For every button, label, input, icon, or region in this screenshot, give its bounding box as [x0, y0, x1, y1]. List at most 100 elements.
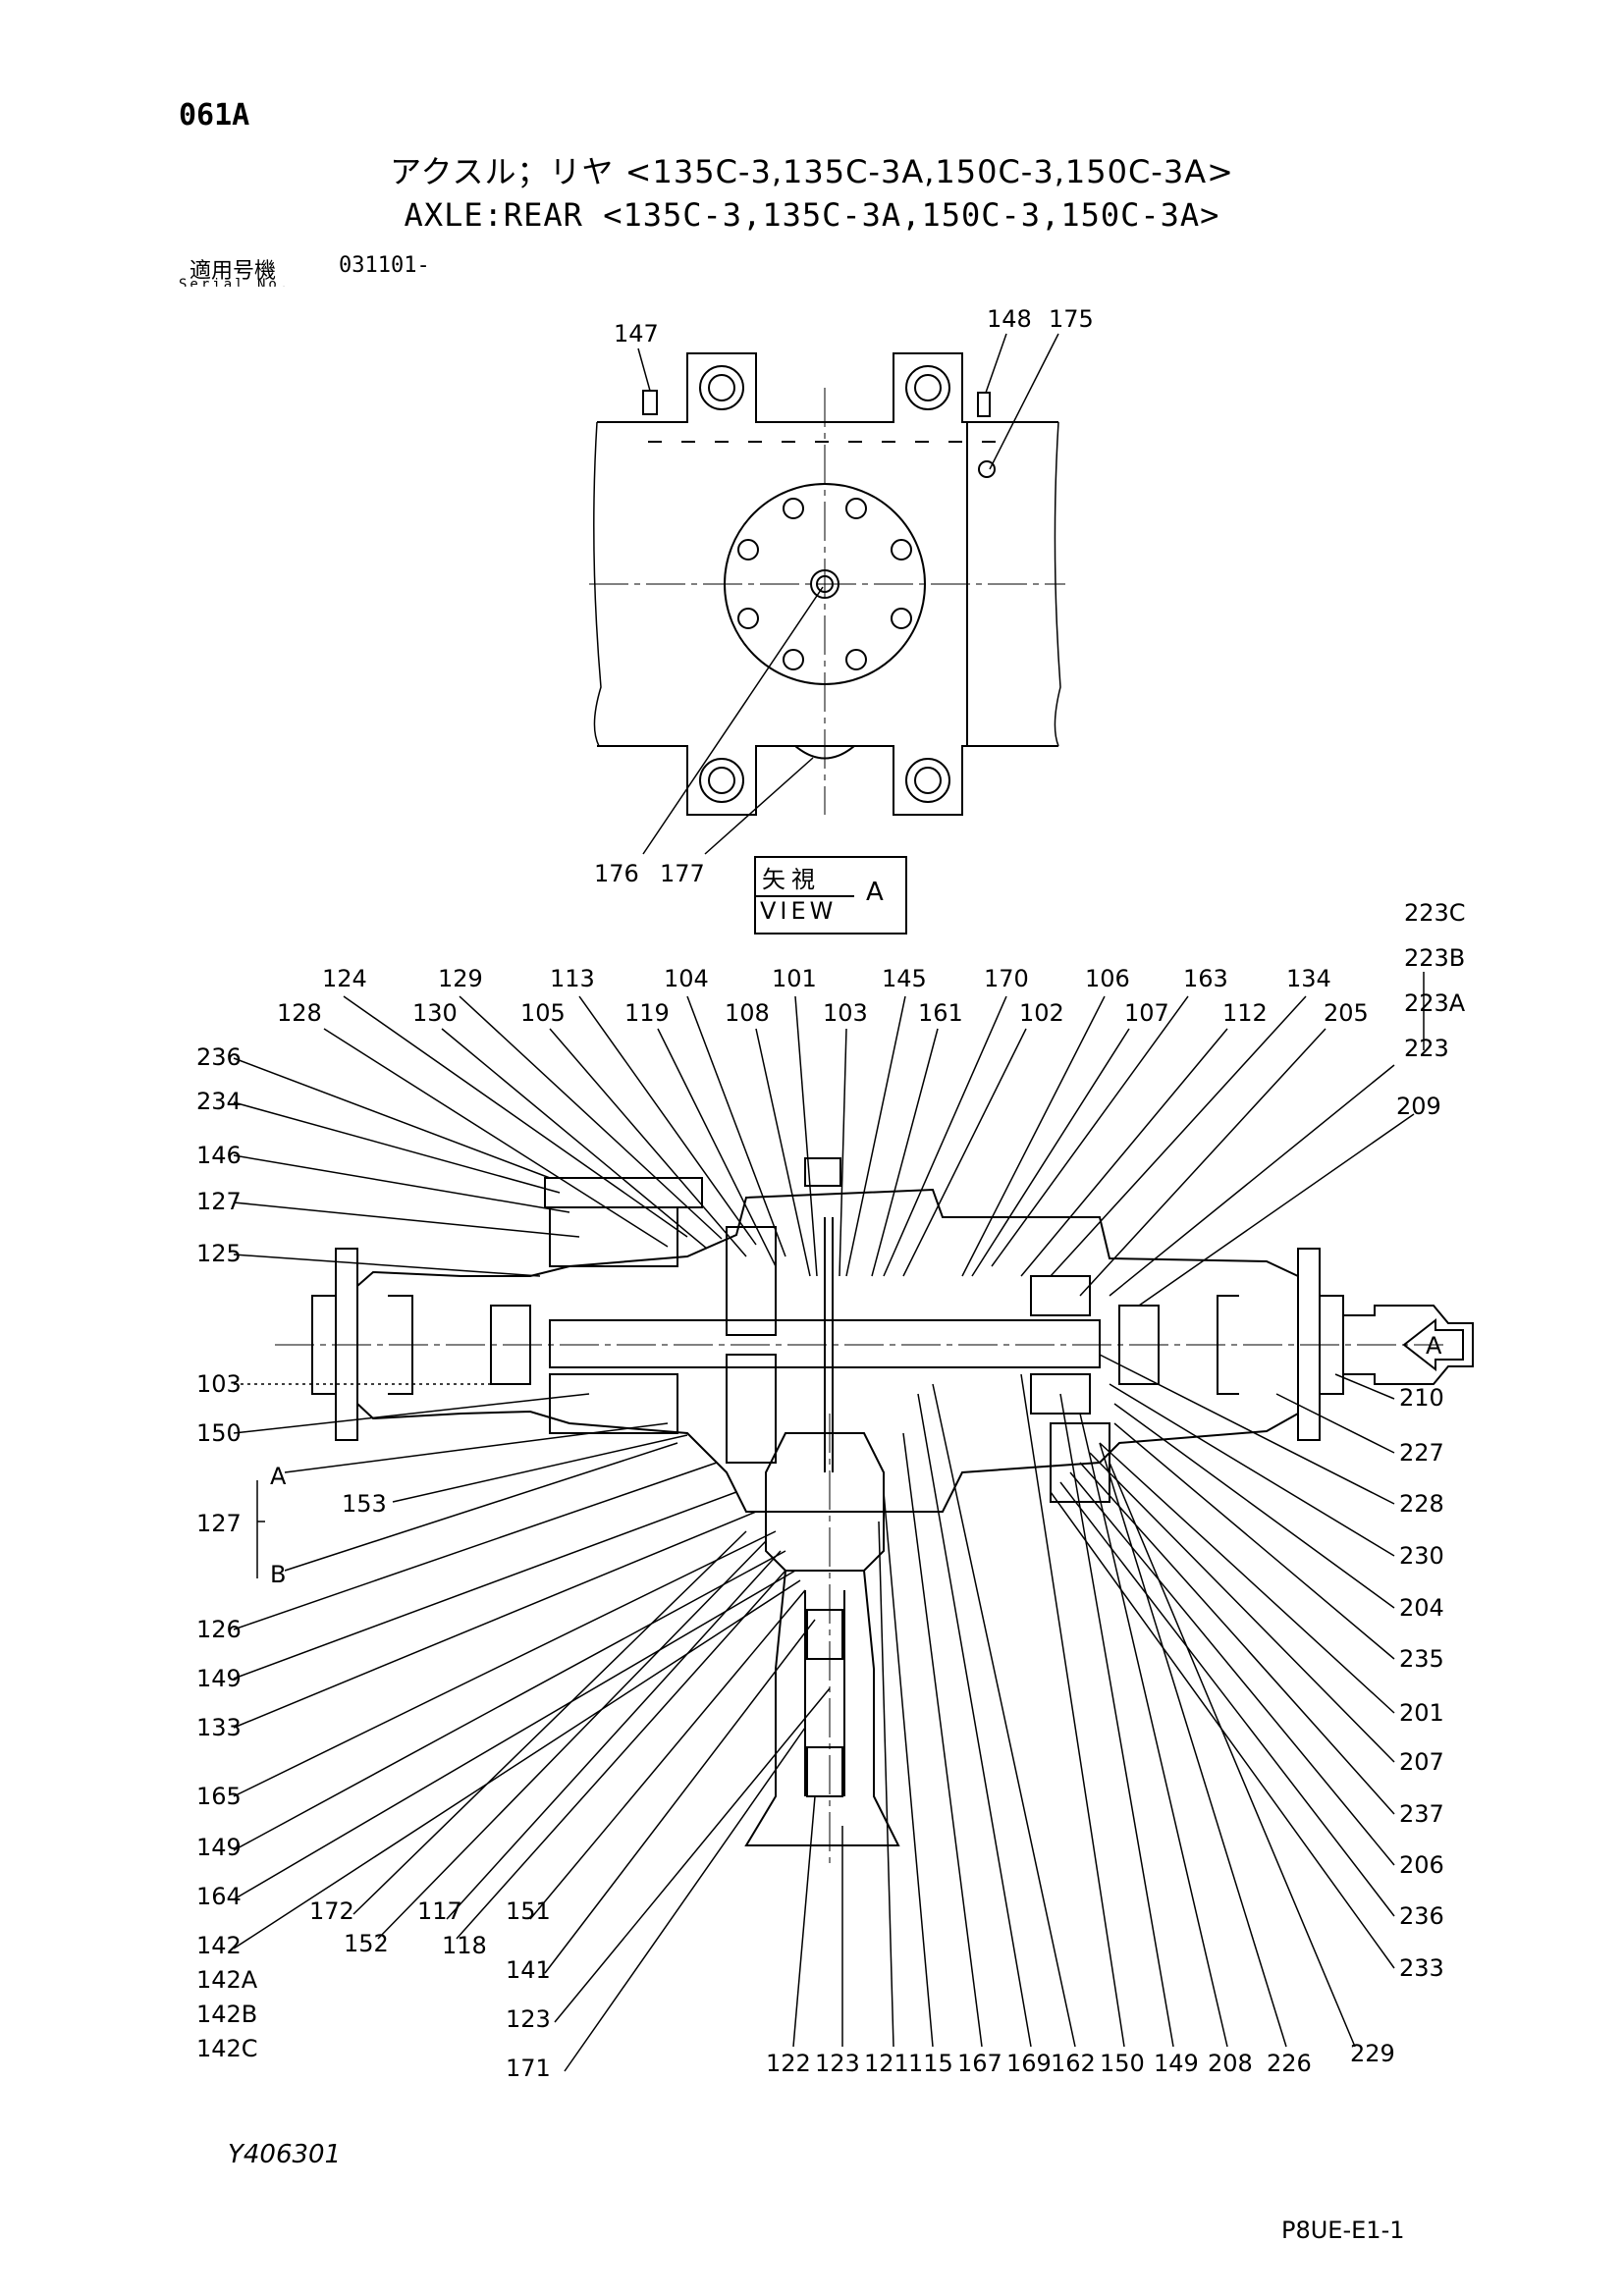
callout: 234 — [196, 1088, 242, 1115]
callout: 117 — [417, 1897, 462, 1925]
callout: 172 — [309, 1897, 354, 1925]
callout: 119 — [624, 999, 670, 1027]
callout: 164 — [196, 1883, 242, 1910]
callout: B — [270, 1561, 286, 1588]
callout: 142A — [196, 1966, 258, 1994]
serial-label-en: Serial No. — [179, 277, 292, 287]
callout: 148 — [987, 305, 1032, 333]
top-view-leaders — [637, 333, 1059, 855]
view-a-arrow — [1402, 1317, 1464, 1372]
page-id: 061A — [179, 98, 250, 133]
callout: 103 — [823, 999, 868, 1027]
callout: 223B — [1404, 944, 1465, 972]
callout: 128 — [277, 999, 322, 1027]
top-view-housing — [589, 352, 1065, 816]
section-leaders — [233, 972, 1425, 2072]
callout: 147 — [614, 320, 659, 347]
callout: 170 — [984, 965, 1029, 992]
callout: 227 — [1399, 1439, 1444, 1467]
callout: 115 — [908, 2050, 953, 2077]
callout: 151 — [506, 1897, 551, 1925]
serial-value: 031101- — [339, 253, 430, 278]
callout: 133 — [196, 1714, 242, 1741]
callout: 107 — [1124, 999, 1169, 1027]
drawing-number: Y406301 — [228, 2140, 342, 2169]
callout: 223C — [1404, 899, 1466, 927]
callout: 134 — [1286, 965, 1331, 992]
callout: 175 — [1049, 305, 1094, 333]
callout: 108 — [725, 999, 770, 1027]
callout: 150 — [1100, 2050, 1145, 2077]
callout: 149 — [196, 1834, 242, 1861]
callout: 237 — [1399, 1800, 1444, 1828]
callout: 105 — [520, 999, 566, 1027]
title-english: AXLE:REAR <135C-3,135C-3A,150C-3,150C-3A… — [404, 196, 1220, 234]
callout: 206 — [1399, 1851, 1444, 1879]
callout: 176 — [594, 860, 639, 887]
callout: 161 — [918, 999, 963, 1027]
callout: 129 — [438, 965, 483, 992]
serial-label-jp: 適用号機 — [189, 259, 277, 284]
callout: A — [270, 1463, 287, 1490]
callout: 233 — [1399, 1954, 1444, 1982]
callout: 205 — [1324, 999, 1369, 1027]
callout: 223 — [1404, 1035, 1449, 1062]
callout: 204 — [1399, 1594, 1444, 1622]
callout: 201 — [1399, 1699, 1444, 1727]
view-divider — [756, 895, 854, 897]
callout: 113 — [550, 965, 595, 992]
callout: 162 — [1051, 2050, 1096, 2077]
view-letter: A — [866, 878, 884, 907]
callout: 226 — [1267, 2050, 1312, 2077]
callout: 236 — [196, 1043, 242, 1071]
callout: 150 — [196, 1419, 242, 1447]
callout: 121 — [864, 2050, 909, 2077]
callout: 163 — [1183, 965, 1228, 992]
callout: 145 — [882, 965, 927, 992]
callout: 209 — [1396, 1093, 1441, 1120]
callout: 149 — [196, 1665, 242, 1692]
callout: 208 — [1208, 2050, 1253, 2077]
callout: 223A — [1404, 989, 1466, 1017]
callout: 146 — [196, 1142, 242, 1169]
view-a-label: 矢視 VIEW A — [754, 856, 907, 934]
view-label-jp: 矢視 — [762, 866, 821, 893]
sheet-reference: P8UE-E1-1 — [1281, 2216, 1405, 2244]
callout: 123 — [506, 2005, 551, 2033]
callout: 171 — [506, 2055, 551, 2082]
callout: 229 — [1350, 2040, 1395, 2067]
callout: 127 — [196, 1188, 242, 1215]
callout: 142C — [196, 2035, 258, 2062]
callout: 228 — [1399, 1490, 1444, 1518]
callout: 207 — [1399, 1748, 1444, 1776]
callout: 149 — [1154, 2050, 1199, 2077]
callout: 122 — [766, 2050, 811, 2077]
callout-labels: 147 148 175 176 177 124 129 113 104 101 … — [196, 305, 1466, 2082]
callout: 177 — [660, 860, 705, 887]
callout: 142 — [196, 1932, 242, 1959]
callout: 123 — [815, 2050, 860, 2077]
callout: 101 — [772, 965, 817, 992]
callout: 142B — [196, 2001, 257, 2028]
callout: 104 — [664, 965, 709, 992]
callout: 230 — [1399, 1542, 1444, 1570]
callout: 152 — [344, 1930, 389, 1957]
callout: 124 — [322, 965, 367, 992]
callout: 210 — [1399, 1384, 1444, 1412]
section-view-body — [275, 1157, 1474, 1865]
callout: 103 — [196, 1370, 242, 1398]
callout: 167 — [957, 2050, 1002, 2077]
callout: 153 — [342, 1490, 387, 1518]
callout: 236 — [1399, 1902, 1444, 1930]
callout: 118 — [442, 1932, 487, 1959]
callout: 130 — [412, 999, 458, 1027]
callout: 235 — [1399, 1645, 1444, 1673]
callout: 165 — [196, 1783, 242, 1810]
title-japanese: アクスル；リヤ <135C-3,135C-3A,150C-3,150C-3A> — [390, 153, 1234, 190]
view-arrow-letter: A — [1426, 1332, 1442, 1360]
callout: 102 — [1019, 999, 1064, 1027]
callout: 125 — [196, 1240, 242, 1267]
callout: 169 — [1006, 2050, 1052, 2077]
callout: 112 — [1222, 999, 1268, 1027]
